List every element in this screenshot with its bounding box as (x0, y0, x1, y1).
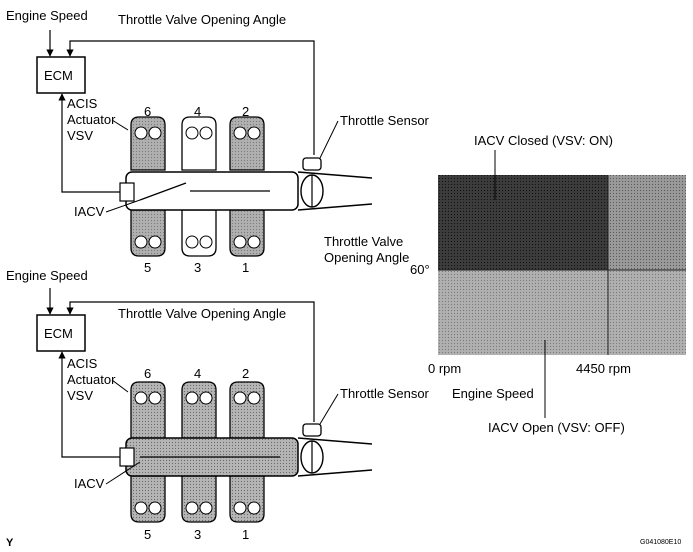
top-engine-speed-label: Engine Speed (6, 8, 88, 23)
corner-letter: Y (6, 537, 14, 549)
bottom-ecm-box (36, 314, 86, 352)
top-throttle-bore (297, 171, 373, 211)
top-cyl-4: 4 (194, 104, 201, 119)
bottom-acis-label-1: ACIS (67, 356, 98, 371)
bottom-vsv-control-line (58, 351, 124, 458)
bottom-cyl-2: 2 (242, 366, 249, 381)
bottom-acis-label-2: Actuator (67, 372, 116, 387)
bottom-iacv-label: IACV (74, 476, 105, 491)
top-throttle-signal-line (66, 40, 315, 155)
top-vsv-actuator (119, 182, 135, 202)
map-region-high-speed-upper (608, 175, 686, 270)
top-cyl-5: 5 (144, 260, 151, 275)
map-y-axis-label-1: Throttle Valve (324, 234, 403, 249)
map-x-tick-max: 4450 rpm (576, 361, 631, 376)
bottom-cyl-5: 5 (144, 527, 151, 542)
bottom-throttle-sensor-leader (319, 393, 339, 425)
bottom-cyl-4: 4 (194, 366, 201, 381)
top-throttle-sensor-label: Throttle Sensor (340, 113, 430, 128)
map-region-open (438, 270, 686, 355)
top-intake-diagram: Engine Speed Throttle Valve Opening Angl… (6, 8, 430, 275)
top-throttle-sensor (302, 157, 322, 171)
top-vsv-control-line (58, 93, 124, 193)
map-x-tick-min: 0 rpm (428, 361, 461, 376)
bottom-cyl-3: 3 (194, 527, 201, 542)
top-cyl-6: 6 (144, 104, 151, 119)
bottom-throttle-angle-label: Throttle Valve Opening Angle (118, 306, 286, 321)
map-y-axis-label-2: Opening Angle (324, 250, 409, 265)
top-acis-leader (111, 119, 129, 131)
top-cyl-1: 1 (242, 260, 249, 275)
top-cyl-3: 3 (194, 260, 201, 275)
bottom-iacv-leader (105, 461, 141, 485)
bottom-ecm-label: ECM (44, 326, 73, 341)
iacv-operating-map: IACV Closed (VSV: ON) Throttle Valve Ope… (324, 133, 686, 435)
top-runners-upper (130, 116, 265, 171)
top-iacv-valve (139, 182, 187, 201)
top-acis-label-2: Actuator (67, 112, 116, 127)
bottom-intake-diagram: Engine Speed Throttle Valve Opening Angl… (6, 268, 430, 542)
bottom-runners (130, 381, 265, 523)
map-open-label: IACV Open (VSV: OFF) (488, 420, 625, 435)
top-ecm-box (36, 56, 86, 94)
top-throttle-sensor-leader (319, 120, 339, 159)
top-acis-label-1: ACIS (67, 96, 98, 111)
top-acis-label-3: VSV (67, 128, 93, 143)
bottom-acis-label-3: VSV (67, 388, 93, 403)
bottom-cyl-1: 1 (242, 527, 249, 542)
bottom-vsv-actuator (119, 447, 135, 467)
map-closed-label: IACV Closed (VSV: ON) (474, 133, 613, 148)
bottom-throttle-bore (297, 437, 373, 477)
top-iacv-leader (105, 199, 141, 213)
bottom-throttle-signal-line (66, 301, 315, 422)
top-iacv-label: IACV (74, 204, 105, 219)
map-region-closed (438, 175, 608, 270)
top-runners-lower (130, 209, 265, 257)
top-throttle-angle-label: Throttle Valve Opening Angle (118, 12, 286, 27)
bottom-throttle-sensor-label: Throttle Sensor (340, 386, 430, 401)
figure-code: G041080E10 (640, 539, 681, 546)
bottom-cyl-6: 6 (144, 366, 151, 381)
top-cyl-2: 2 (242, 104, 249, 119)
map-x-axis-label: Engine Speed (452, 386, 534, 401)
bottom-throttle-sensor (302, 423, 322, 437)
top-ecm-label: ECM (44, 68, 73, 83)
bottom-acis-leader (111, 379, 129, 393)
map-y-tick: 60° (410, 262, 430, 277)
bottom-engine-speed-label: Engine Speed (6, 268, 88, 283)
